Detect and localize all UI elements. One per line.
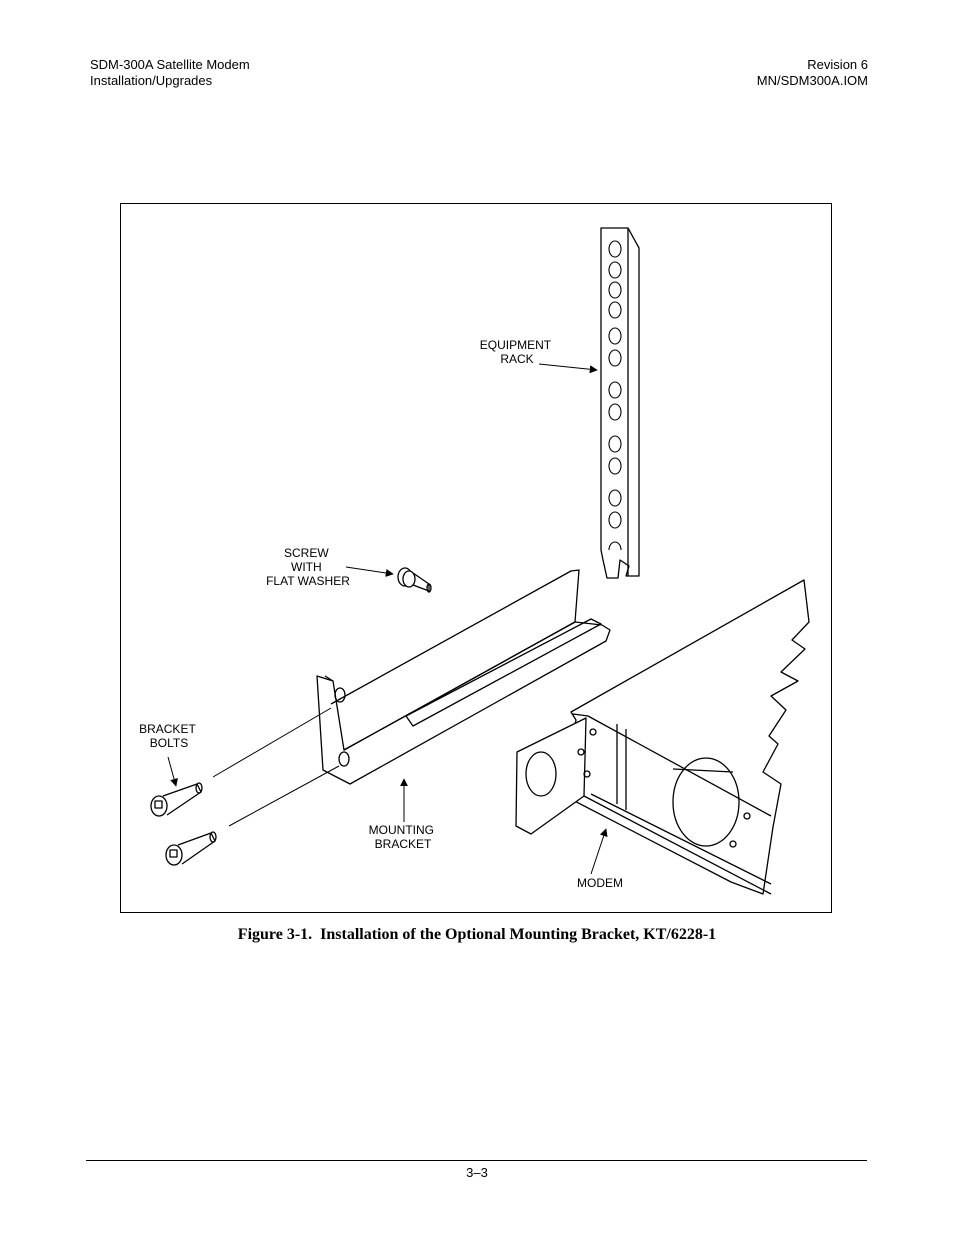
label-bracket-bolts: BRACKET BOLTS [139,722,199,750]
figure-caption: Figure 3-1. Installation of the Optional… [237,926,717,943]
rack-leader-line [538,363,598,374]
equipment-rack-rail [600,227,640,579]
footer-rule [86,1160,867,1161]
page-number: 3–3 [466,1165,488,1180]
bracket-bolt-upper [150,782,203,817]
mounting-bracket [316,569,611,785]
modem-leader-line [590,828,608,875]
label-screw-with-flat-washer: SCREW WITH FLAT WASHER [266,546,350,588]
bolts-leader-line [167,756,178,787]
label-modem: MODEM [577,876,623,890]
modem-chassis [515,579,810,895]
header-left: SDM-300A Satellite Modem Installation/Up… [90,57,250,89]
header-section-title: Installation/Upgrades [90,73,213,88]
screw-with-washer [397,567,432,593]
label-mounting-bracket: MOUNTING BRACKET [369,823,438,851]
header-revision: Revision 6 [807,57,868,72]
bolt-alignment-lines [212,707,340,827]
figure-frame: EQUIPMENT RACK SCREW WITH FLAT WASHER BR… [120,203,832,913]
bracket-bolt-lower [165,831,217,866]
header-document-number: MN/SDM300A.IOM [756,73,868,88]
screw-leader-line [345,566,394,577]
header-document-title: SDM-300A Satellite Modem [90,57,250,72]
label-equipment-rack: EQUIPMENT RACK [480,338,554,366]
installation-drawing: EQUIPMENT RACK SCREW WITH FLAT WASHER BR… [139,227,810,895]
header-right: Revision 6 MN/SDM300A.IOM [757,57,868,89]
